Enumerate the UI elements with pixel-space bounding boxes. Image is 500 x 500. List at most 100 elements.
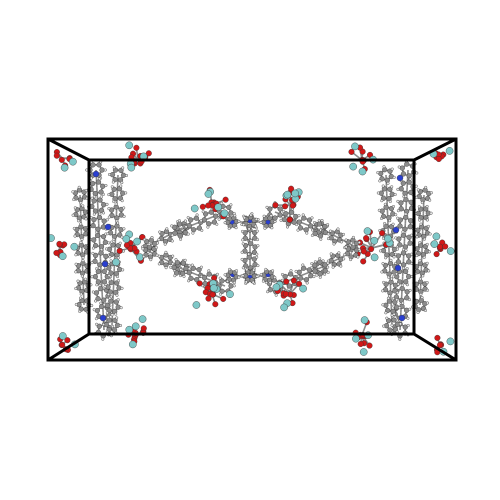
hydrogen-atom [415,195,419,199]
hydrogen-atom [385,316,389,320]
oxygen-atom [283,278,290,285]
hydrogen-atom [94,317,98,321]
hydrogen-atom [255,274,259,278]
hydrogen-atom [396,282,400,286]
carbon-atom [306,217,313,223]
hydrogen-atom [242,223,246,227]
hydrogen-atom [218,292,222,296]
oxygen-atom [209,291,216,298]
hydrogen-atom [255,252,259,256]
metal-atom [363,227,372,235]
hydrogen-atom [342,232,346,236]
hydrogen-atom [312,225,316,229]
hydrogen-atom [90,304,94,308]
hydrogen-atom [344,238,348,242]
hydrogen-atom [73,234,77,238]
hydrogen-atom [256,244,260,248]
hydrogen-atom [80,274,84,278]
hydrogen-atom [390,167,394,171]
carbon-atom [228,210,234,216]
hydrogen-atom [425,204,429,208]
oxygen-atom [360,258,367,265]
carbon-atom [186,223,192,229]
carbon-atom [301,215,307,221]
hydrogen-atom [401,230,405,234]
hydrogen-atom [296,228,300,232]
hydrogen-atom [119,184,123,188]
carbon-atom [177,233,184,239]
metal-atom [69,157,77,166]
hydrogen-atom [326,223,330,227]
carbon-atom [291,219,297,225]
hydrogen-atom [281,215,285,219]
carbon-atom [283,211,289,217]
carbon-atom [92,191,98,197]
hydrogen-atom [389,258,393,262]
hydrogen-atom [388,219,392,223]
hydrogen-atom [391,297,395,301]
carbon-atom [101,297,107,303]
carbon-atom [94,308,100,314]
carbon-atom [188,217,194,223]
carbon-atom [289,209,295,215]
carbon-atom [99,167,105,173]
hydrogen-atom [95,283,99,287]
oxygen-atom [220,295,227,302]
hydrogen-atom [174,258,178,262]
hydrogen-atom [182,274,186,278]
hydrogen-atom [112,199,116,203]
hydrogen-atom [142,237,146,241]
hydrogen-atom [396,199,400,203]
hydrogen-atom [116,298,120,302]
carbon-atom [102,239,109,245]
oxygen-atom [286,216,293,223]
hydrogen-atom [406,316,410,320]
hydrogen-atom [116,279,120,283]
hydrogen-atom [428,250,432,254]
hydrogen-atom [392,312,396,316]
hydrogen-atom [111,180,115,184]
hydrogen-atom [207,269,211,273]
metal-atom [127,163,136,172]
carbon-atom [193,215,200,221]
hydrogen-atom [149,258,153,262]
hydrogen-atom [426,224,430,228]
hydrogen-atom [92,308,96,312]
hydrogen-atom [416,188,420,192]
hydrogen-atom [254,217,258,221]
hydrogen-atom [381,303,385,307]
hydrogen-atom [99,195,103,199]
hydrogen-atom [415,235,419,239]
hydrogen-atom [255,255,259,259]
bond [101,294,104,313]
hydrogen-atom [295,223,299,227]
hydrogen-atom [281,273,285,277]
hydrogen-atom [170,239,174,243]
hydrogen-atom [398,322,402,326]
hydrogen-atom [265,205,269,209]
oxygen-atom [348,148,355,155]
hydrogen-atom [381,184,385,188]
carbon-atom [203,211,209,217]
hydrogen-atom [234,226,238,230]
hydrogen-atom [337,251,341,255]
hydrogen-atom [200,228,204,232]
hydrogen-atom [147,242,151,246]
hydrogen-atom [95,230,99,234]
bond [386,212,390,232]
hydrogen-atom [429,211,433,215]
hydrogen-atom [101,192,105,196]
hydrogen-atom [402,248,406,252]
hydrogen-atom [247,252,251,256]
carbon-atom [406,234,412,240]
carbon-atom [101,202,107,208]
carbon-atom [312,262,318,268]
hydrogen-atom [187,267,191,271]
hydrogen-atom [421,274,425,278]
hydrogen-atom [395,298,399,302]
metal-atom [112,258,120,267]
hydrogen-atom [164,266,168,270]
carbon-atom [97,262,103,268]
